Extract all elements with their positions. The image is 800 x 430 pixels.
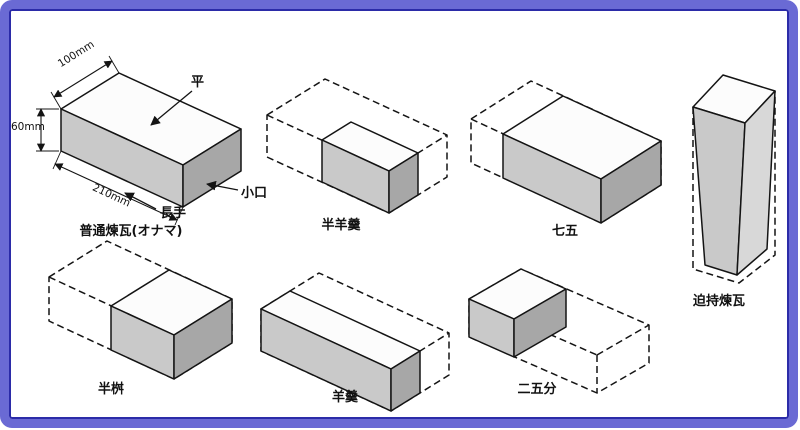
label-hanmasu: 半桝 [97,382,125,397]
label-nigobu: 二五分 [517,382,557,397]
hira-arrow [150,90,193,126]
han-yokan-drawing [266,78,448,214]
face-top-label: 平 [191,75,205,90]
label-serimochi: 迫持煉瓦 [692,294,746,309]
koguchi-arrow [206,180,239,191]
label-han-yokan: 半羊羹 [321,218,361,233]
face-side-label: 長手 [160,206,187,221]
label-shichigo: 七五 [551,224,579,239]
face-end-label: 小口 [241,186,268,201]
nigobu-drawing [468,268,650,394]
nagate-arrow [124,192,157,210]
dim-height-label: 60mm [11,121,45,133]
label-standard-brick: 普通煉瓦(オナマ) [79,224,183,239]
serimochi-drawing [692,74,776,284]
brick-diagram-linework [36,55,776,412]
yokan-drawing [260,272,450,412]
brick-diagram: 100mm 60mm 210mm 平 小口 長手 普通煉瓦(オナマ) 半羊羹 七… [9,9,789,419]
hanmasu-drawing [48,240,233,380]
label-yokan: 羊羹 [331,390,359,405]
shichigo-drawing [470,80,662,224]
standard-brick-drawing [36,55,242,226]
